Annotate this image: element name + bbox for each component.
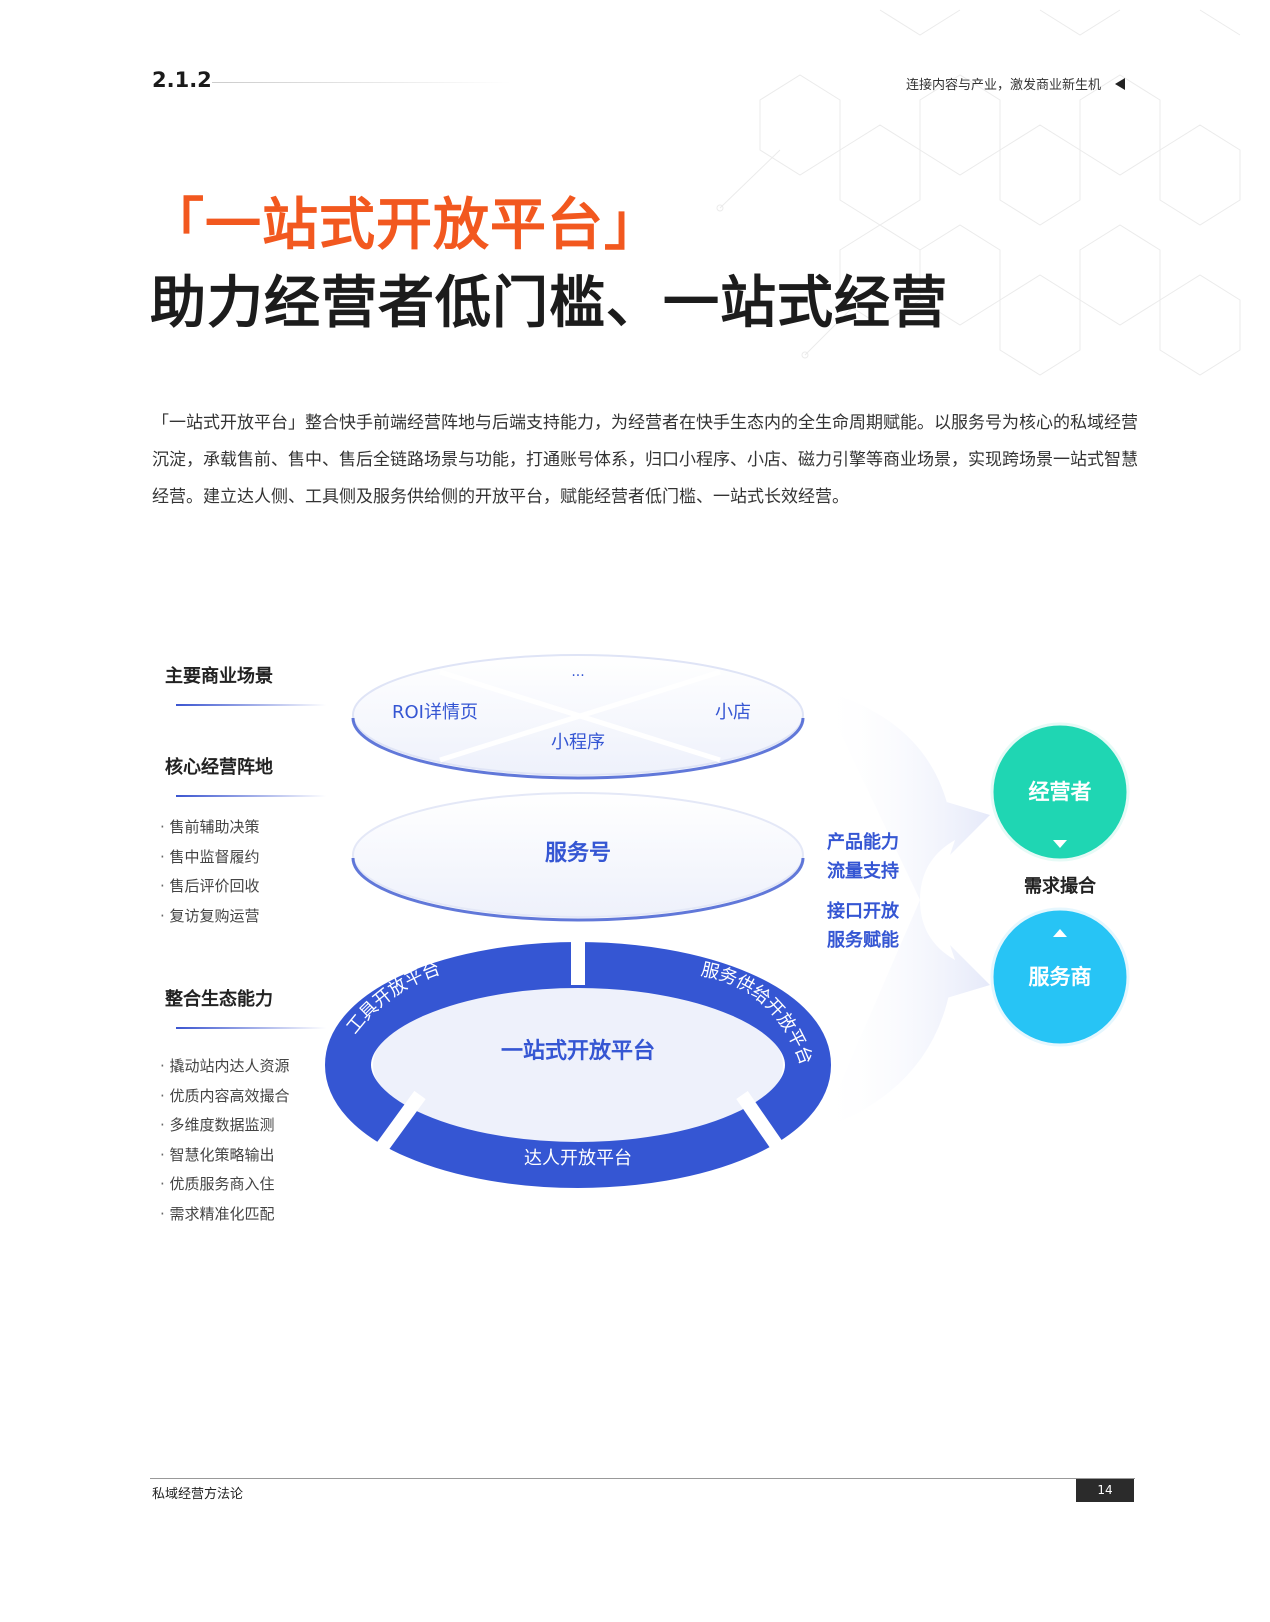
list-item: 复访复购运营 <box>160 902 260 932</box>
scene-mini-program: 小程序 <box>551 732 605 753</box>
scene-more: ··· <box>571 668 584 684</box>
disc-rim <box>351 717 805 780</box>
arrow-label: 产品能力 <box>827 831 899 853</box>
demand-matching-label: 需求撮合 <box>1024 875 1097 897</box>
hexagon-background-pattern <box>716 9 1241 376</box>
provider-label: 服务商 <box>1029 965 1092 989</box>
list-item: 售前辅助决策 <box>160 813 260 843</box>
platform-center-label: 一站式开放平台 <box>501 1038 655 1064</box>
list-item: 多维度数据监测 <box>160 1111 290 1141</box>
arrow-lower <box>820 900 990 1130</box>
list-item: 售后评价回收 <box>160 872 260 902</box>
label-ecosystem: 整合生态能力 <box>165 989 273 1010</box>
running-header: 连接内容与产业，激发商业新生机 <box>906 74 1125 93</box>
intro-paragraph: 「一站式开放平台」整合快手前端经营阵地与后端支持能力，为经营者在快手生态内的全生… <box>152 413 1138 507</box>
platform-diagram: ··· ROI详情页 小店 小程序 服务号 一站式开放平台 工具开放平台 服务供… <box>325 654 1130 1188</box>
section-number: 2.1.2 <box>152 68 212 92</box>
scene-roi-detail: ROI详情页 <box>392 702 478 723</box>
page-number: 14 <box>1076 1479 1134 1502</box>
page-title: 助力经营者低门槛、一站式经营 <box>150 271 948 336</box>
section-divider <box>212 82 512 83</box>
list-item: 智慧化策略输出 <box>160 1141 290 1171</box>
label-core-positions: 核心经营阵地 <box>165 757 273 778</box>
footer-title: 私域经营方法论 <box>152 1487 244 1502</box>
list-item: 优质内容高效撮合 <box>160 1082 290 1112</box>
arrow-label: 流量支持 <box>827 860 899 882</box>
list-item: 售中监督履约 <box>160 843 260 873</box>
operator-label: 经营者 <box>1029 780 1092 804</box>
divider <box>176 795 326 797</box>
arrow-label: 接口开放 <box>827 900 900 922</box>
provider-circle <box>990 907 1130 1047</box>
platform-center <box>373 983 783 1147</box>
list-item: 撬动站内达人资源 <box>160 1052 290 1082</box>
triangle-down-icon <box>1053 840 1067 848</box>
divider <box>176 1027 326 1029</box>
core-items-list: 售前辅助决策 售中监督履约 售后评价回收 复访复购运营 <box>160 813 260 931</box>
label-main-scenes: 主要商业场景 <box>165 666 273 687</box>
arrow-label: 服务赋能 <box>827 929 899 951</box>
running-title: 连接内容与产业，激发商业新生机 <box>905 78 1101 93</box>
list-item: 优质服务商入住 <box>160 1170 290 1200</box>
scene-shop: 小店 <box>715 702 751 723</box>
page-title-highlight: 「一站式开放平台」 <box>148 193 661 258</box>
footer-divider <box>150 1478 1135 1479</box>
arrow-upper <box>820 690 990 900</box>
triangle-left-icon <box>1115 77 1125 90</box>
ring-label-creators: 达人开放平台 <box>524 1148 632 1169</box>
divider <box>176 704 326 706</box>
triangle-up-icon <box>1053 929 1067 937</box>
ecosystem-items-list: 撬动站内达人资源 优质内容高效撮合 多维度数据监测 智慧化策略输出 优质服务商入… <box>160 1052 290 1229</box>
list-item: 需求精准化匹配 <box>160 1200 290 1230</box>
service-account-disc <box>352 792 804 918</box>
operator-circle <box>990 722 1130 862</box>
service-account-label: 服务号 <box>545 841 611 866</box>
